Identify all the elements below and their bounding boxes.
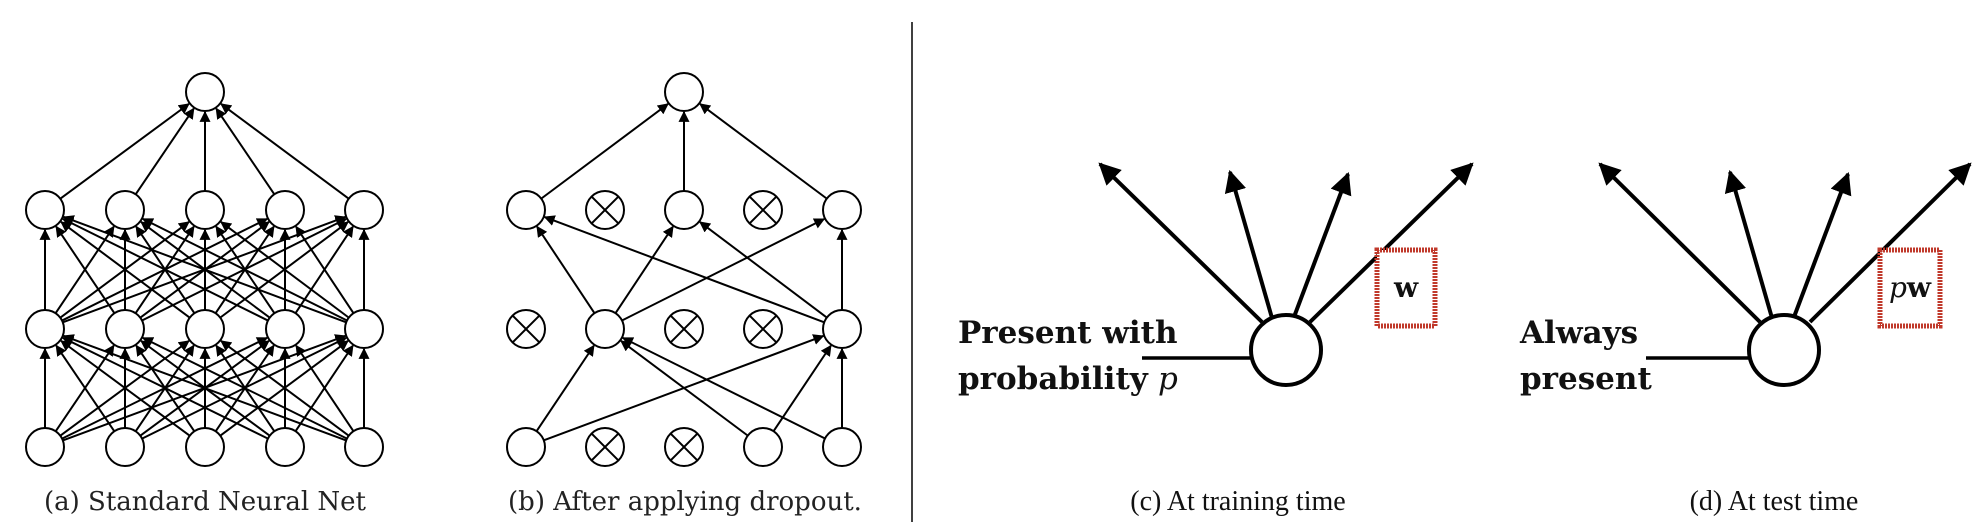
label-d-line1: Always bbox=[1519, 315, 1638, 351]
edge-a bbox=[55, 225, 116, 314]
weight-prefix-d: p bbox=[1889, 271, 1907, 304]
neuron-a bbox=[25, 190, 65, 230]
neuron-b bbox=[506, 427, 546, 467]
out-arrow-c-2 bbox=[1224, 169, 1274, 319]
neuron-b bbox=[743, 427, 783, 467]
panel-a-standard-net: (a) Standard Neural Net bbox=[25, 72, 384, 517]
edge-b bbox=[614, 225, 674, 314]
caption-a: (a) Standard Neural Net bbox=[44, 487, 367, 517]
edge-a bbox=[62, 334, 347, 442]
neuron-a bbox=[185, 190, 225, 230]
panel-b-nodes bbox=[506, 72, 862, 467]
neuron-a bbox=[185, 427, 225, 467]
panel-b-edges bbox=[535, 103, 848, 442]
panel-c-training-time: w Present with probability p (c) At trai… bbox=[958, 162, 1474, 517]
label-c-line1: Present with bbox=[958, 315, 1178, 351]
edge-b bbox=[535, 344, 595, 432]
label-c-var: p bbox=[1158, 361, 1178, 397]
neuron-a bbox=[185, 309, 225, 349]
neuron-a bbox=[105, 190, 145, 230]
neuron-a bbox=[265, 190, 305, 230]
edge-a bbox=[215, 107, 276, 195]
edge-b bbox=[772, 344, 832, 432]
out-arrow-c-3 bbox=[1292, 171, 1352, 318]
edge-b bbox=[540, 103, 669, 200]
edge-b bbox=[699, 221, 828, 319]
neuron-b bbox=[822, 427, 862, 467]
caption-d: (d) At test time bbox=[1690, 486, 1859, 517]
neuron-a bbox=[265, 309, 305, 349]
panel-d-test-time: pw Always present (d) At test time bbox=[1519, 162, 1972, 517]
edge-a bbox=[59, 103, 190, 200]
edge-a bbox=[220, 340, 350, 437]
dropped-cross bbox=[511, 314, 541, 344]
weight-box-c bbox=[1374, 247, 1438, 329]
caption-c: (c) At training time bbox=[1130, 486, 1345, 517]
edge-a bbox=[141, 218, 348, 322]
dropped-cross bbox=[748, 314, 778, 344]
dropped-cross bbox=[669, 432, 699, 462]
edge-a bbox=[60, 340, 191, 437]
label-c-line2: probability bbox=[958, 361, 1149, 397]
edge-b bbox=[621, 337, 826, 440]
output-neuron-b bbox=[664, 72, 704, 112]
neuron-b bbox=[664, 190, 704, 230]
out-arrow-c-1 bbox=[1098, 162, 1264, 324]
dropped-cross bbox=[669, 314, 699, 344]
caption-b: (b) After applying dropout. bbox=[508, 487, 862, 517]
neuron-d bbox=[1747, 313, 1821, 387]
edge-a bbox=[220, 221, 350, 319]
edge-a bbox=[60, 221, 191, 319]
neuron-a bbox=[25, 427, 65, 467]
panel-a-edges bbox=[39, 103, 370, 442]
neuron-b bbox=[822, 190, 862, 230]
edge-b bbox=[620, 340, 749, 437]
neuron-a bbox=[105, 427, 145, 467]
out-arrow-d-4 bbox=[1808, 162, 1972, 324]
edge-a bbox=[295, 344, 355, 432]
edge-a bbox=[295, 225, 355, 314]
neuron-c bbox=[1249, 313, 1323, 387]
edge-b bbox=[543, 215, 825, 324]
dropped-cross bbox=[590, 432, 620, 462]
neuron-b bbox=[585, 309, 625, 349]
out-arrow-c-4 bbox=[1308, 162, 1474, 324]
dropped-cross bbox=[590, 195, 620, 225]
out-arrow-d-1 bbox=[1598, 162, 1762, 324]
neuron-a bbox=[344, 427, 384, 467]
out-arrow-d-3 bbox=[1792, 171, 1852, 318]
dropped-cross bbox=[748, 195, 778, 225]
weight-label-c: w bbox=[1393, 271, 1419, 304]
weight-box-d bbox=[1877, 247, 1943, 329]
neuron-a bbox=[25, 309, 65, 349]
neuron-a bbox=[265, 427, 305, 467]
edge-b bbox=[621, 218, 826, 322]
weight-symbol-d: w bbox=[1906, 271, 1932, 304]
edge-a bbox=[61, 336, 269, 440]
neuron-a bbox=[105, 309, 145, 349]
panel-b-dropout-net: (b) After applying dropout. bbox=[506, 72, 862, 517]
edge-a bbox=[220, 103, 350, 200]
neuron-b bbox=[506, 190, 546, 230]
panel-a-nodes bbox=[25, 72, 384, 467]
edge-a bbox=[134, 107, 195, 195]
neuron-a bbox=[344, 309, 384, 349]
edge-a bbox=[62, 215, 347, 324]
weight-label-d: pw bbox=[1889, 271, 1932, 304]
neuron-a bbox=[344, 190, 384, 230]
output-neuron-a bbox=[185, 72, 225, 112]
out-arrow-d-2 bbox=[1724, 169, 1774, 319]
edge-b bbox=[536, 225, 596, 314]
neuron-b bbox=[822, 309, 862, 349]
edge-a bbox=[55, 344, 116, 432]
label-d-line2: present bbox=[1520, 361, 1652, 397]
edge-b bbox=[699, 103, 828, 200]
edge-a bbox=[141, 336, 348, 440]
edge-a bbox=[61, 217, 269, 322]
